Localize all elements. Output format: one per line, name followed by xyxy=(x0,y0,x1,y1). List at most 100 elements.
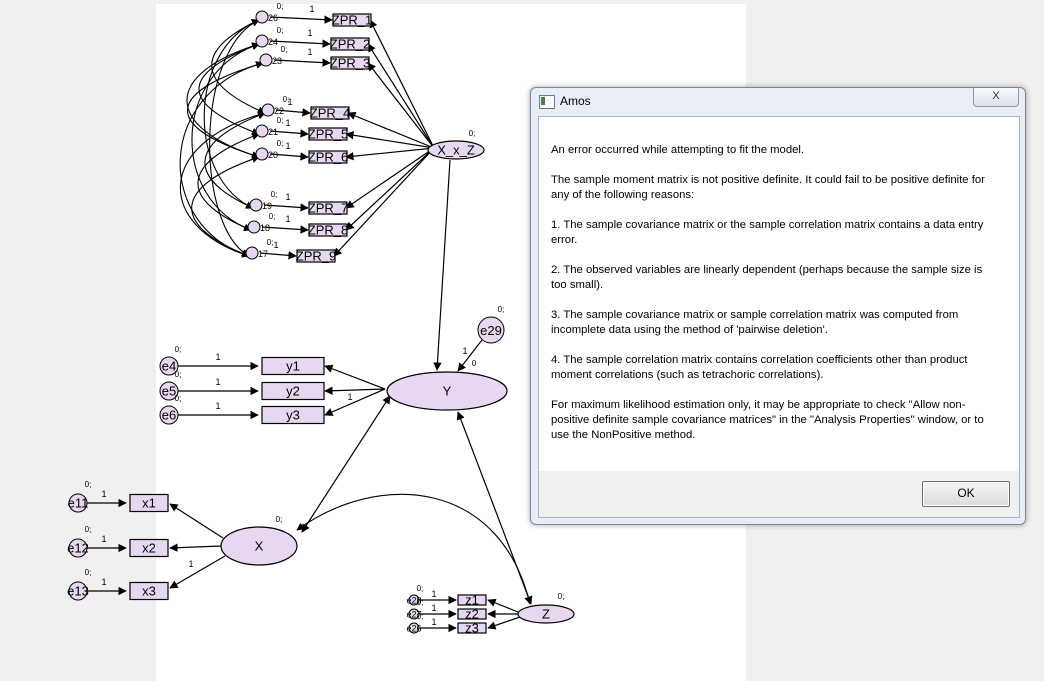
zpr-error-mean-9: 0; xyxy=(267,238,274,247)
error-message: An error occurred while attempting to fi… xyxy=(551,143,991,458)
x-indicator-2-label: x2 xyxy=(142,541,156,556)
latent-x-label: X xyxy=(255,539,264,554)
zpr-error-arrow-7 xyxy=(263,203,309,212)
zpr-error-label-6: 20 xyxy=(268,150,278,160)
zpr-error-mean-3: 0; xyxy=(281,45,288,54)
xz-to-zpr-arrow-3 xyxy=(367,62,435,149)
error-covariance-12 xyxy=(179,111,266,258)
message-area: An error occurred while attempting to fi… xyxy=(539,117,1019,471)
zpr-indicator-1-label: ZPR_1 xyxy=(332,13,372,28)
x-mean: 0; xyxy=(276,515,283,524)
error-covariance-8 xyxy=(204,111,266,209)
zpr-error-mean-1: 0; xyxy=(277,2,284,11)
close-button[interactable]: X xyxy=(973,88,1019,107)
y-loading-arrow-3 xyxy=(324,388,386,416)
zpr-error-label-4: 22 xyxy=(274,106,284,116)
x-indicator-2 xyxy=(129,538,169,558)
zpr-error-arrow-5 xyxy=(269,129,309,138)
x-error-loading-2: 1 xyxy=(101,534,106,544)
z-indicator-2 xyxy=(457,608,487,620)
zpr-error-mean-8: 0; xyxy=(269,212,276,221)
y-fixed-loading: 1 xyxy=(347,392,352,402)
y-error-2 xyxy=(159,381,179,401)
zpr-error-4 xyxy=(261,103,275,117)
zpr-indicator-9-label: ZPR_9 xyxy=(296,249,336,264)
message-line-2: The sample moment matrix is not positive… xyxy=(551,174,985,201)
y-indicator-1-label: y1 xyxy=(286,359,300,374)
zpr-error-mean-4: 0; xyxy=(283,95,290,104)
zpr-indicator-5 xyxy=(308,127,348,141)
latent-z xyxy=(517,604,575,624)
z-error-2 xyxy=(408,608,420,620)
z-error-mean-3: 0; xyxy=(417,612,424,621)
error-covariance-10 xyxy=(191,155,260,258)
x-loading-arrow-1 xyxy=(169,503,224,539)
zpr-indicator-4-label: ZPR_4 xyxy=(310,106,350,121)
y-loading-arrow-1 xyxy=(324,364,386,390)
error-covariance-6 xyxy=(179,61,264,258)
zpr-indicator-9 xyxy=(296,249,336,263)
x-y-covariance xyxy=(301,395,391,533)
x-error-mean-2: 0; xyxy=(85,525,92,534)
z-error-label-3: e26 xyxy=(406,624,421,634)
xz-to-zpr-arrow-4 xyxy=(347,111,435,149)
z-indicator-3 xyxy=(457,622,487,634)
z-indicator-1-label: z1 xyxy=(465,593,479,608)
zpr-loading-6: 1 xyxy=(285,141,290,151)
zpr-error-label-1: 26 xyxy=(268,13,278,23)
zpr-indicator-4 xyxy=(310,106,350,120)
zpr-indicator-6-label: ZPR_6 xyxy=(308,150,348,165)
dialog-title: Amos xyxy=(560,94,591,108)
z-error-mean-2: 0; xyxy=(417,598,424,607)
x-error-loading-1: 1 xyxy=(101,489,106,499)
zpr-error-label-5: 21 xyxy=(268,127,278,137)
x-error-mean-3: 0; xyxy=(85,568,92,577)
zpr-error-arrow-6 xyxy=(269,152,309,161)
x-indicator-3 xyxy=(129,581,169,601)
zpr-loading-9: 1 xyxy=(273,240,278,250)
zpr-error-mean-7: 0; xyxy=(271,190,278,199)
error-covariance-2 xyxy=(203,19,260,209)
zpr-loading-2: 1 xyxy=(307,28,312,38)
zpr-error-label-3: 23 xyxy=(272,56,282,66)
zpr-error-arrow-3 xyxy=(273,58,331,67)
amos-app-icon xyxy=(539,95,555,109)
zpr-indicator-7-label: ZPR_7 xyxy=(308,201,348,216)
y-error-label-1: e4 xyxy=(162,359,176,374)
zpr-error-1 xyxy=(255,10,269,24)
zpr-indicator-8 xyxy=(308,223,348,237)
latent-y xyxy=(386,371,508,411)
zpr-indicator-1 xyxy=(332,13,372,27)
x-loading-arrow-3 xyxy=(169,555,226,589)
zpr-loading-7: 1 xyxy=(285,192,290,202)
xz-to-y-path xyxy=(433,159,451,371)
z-mean: 0; xyxy=(558,592,565,601)
dialog-client: An error occurred while attempting to fi… xyxy=(538,116,1020,518)
y-indicator-2-label: y2 xyxy=(286,384,300,399)
xz-mean: 0; xyxy=(469,129,476,138)
ok-button[interactable]: OK xyxy=(922,481,1010,507)
z-error-1 xyxy=(408,594,420,606)
zpr-error-3 xyxy=(259,53,273,67)
x-error-loading-3: 1 xyxy=(101,577,106,587)
y-indicator-1 xyxy=(261,356,325,376)
z-error-label-1: e28 xyxy=(406,596,421,606)
zpr-indicator-5-label: ZPR_5 xyxy=(308,127,348,142)
xz-to-zpr-arrow-9 xyxy=(333,147,435,257)
dialog-titlebar[interactable]: Amos X xyxy=(531,88,1025,116)
zpr-indicator-8-label: ZPR_8 xyxy=(308,223,348,238)
y-loading-arrow-2 xyxy=(324,386,386,395)
error-covariance-5 xyxy=(186,61,264,159)
error-covariance-7 xyxy=(209,19,260,257)
x-fixed-loading: 1 xyxy=(188,559,193,569)
x-error-label-1: e11 xyxy=(68,496,89,511)
y-error-label-2: e5 xyxy=(162,384,176,399)
error-dialog: Amos X An error occurred while attemptin… xyxy=(530,87,1026,525)
x-loading-arrow-2 xyxy=(169,543,222,552)
latent-x xyxy=(220,526,298,566)
zpr-indicator-2-label: ZPR_2 xyxy=(330,37,370,52)
z-loading-arrow-3 xyxy=(487,616,521,630)
error-covariance-11 xyxy=(186,42,260,159)
zpr-error-label-2: 24 xyxy=(268,37,278,47)
zpr-indicator-2 xyxy=(330,37,370,51)
